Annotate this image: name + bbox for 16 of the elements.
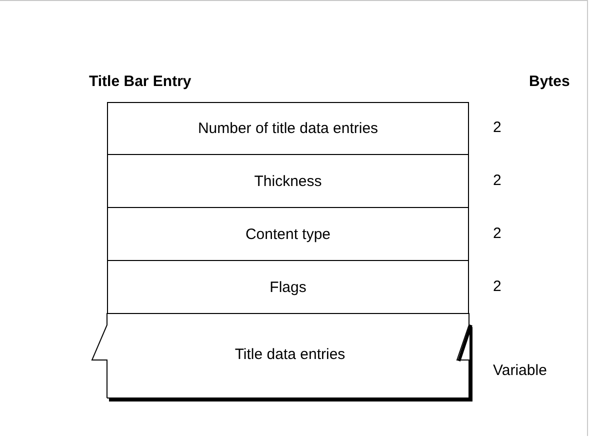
- byte-size: 2: [493, 224, 502, 242]
- field-box: [107, 207, 469, 261]
- byte-size: Variable: [493, 362, 547, 379]
- byte-size: 2: [493, 172, 502, 188]
- byte-size: 2: [493, 278, 502, 294]
- field-name: Title data entries: [234, 346, 346, 363]
- field-name: Content type: [245, 226, 331, 242]
- field-box: [107, 102, 469, 155]
- structure-title: Title Bar Entry: [89, 73, 192, 90]
- column-heading: Bytes: [529, 73, 570, 90]
- byte-size: 2: [493, 119, 502, 136]
- field-name: Thickness: [254, 172, 322, 190]
- field-name: Flags: [270, 278, 306, 296]
- field-name: Number of title data entries: [198, 120, 378, 137]
- field-box: [107, 260, 469, 314]
- field-box: [107, 154, 469, 208]
